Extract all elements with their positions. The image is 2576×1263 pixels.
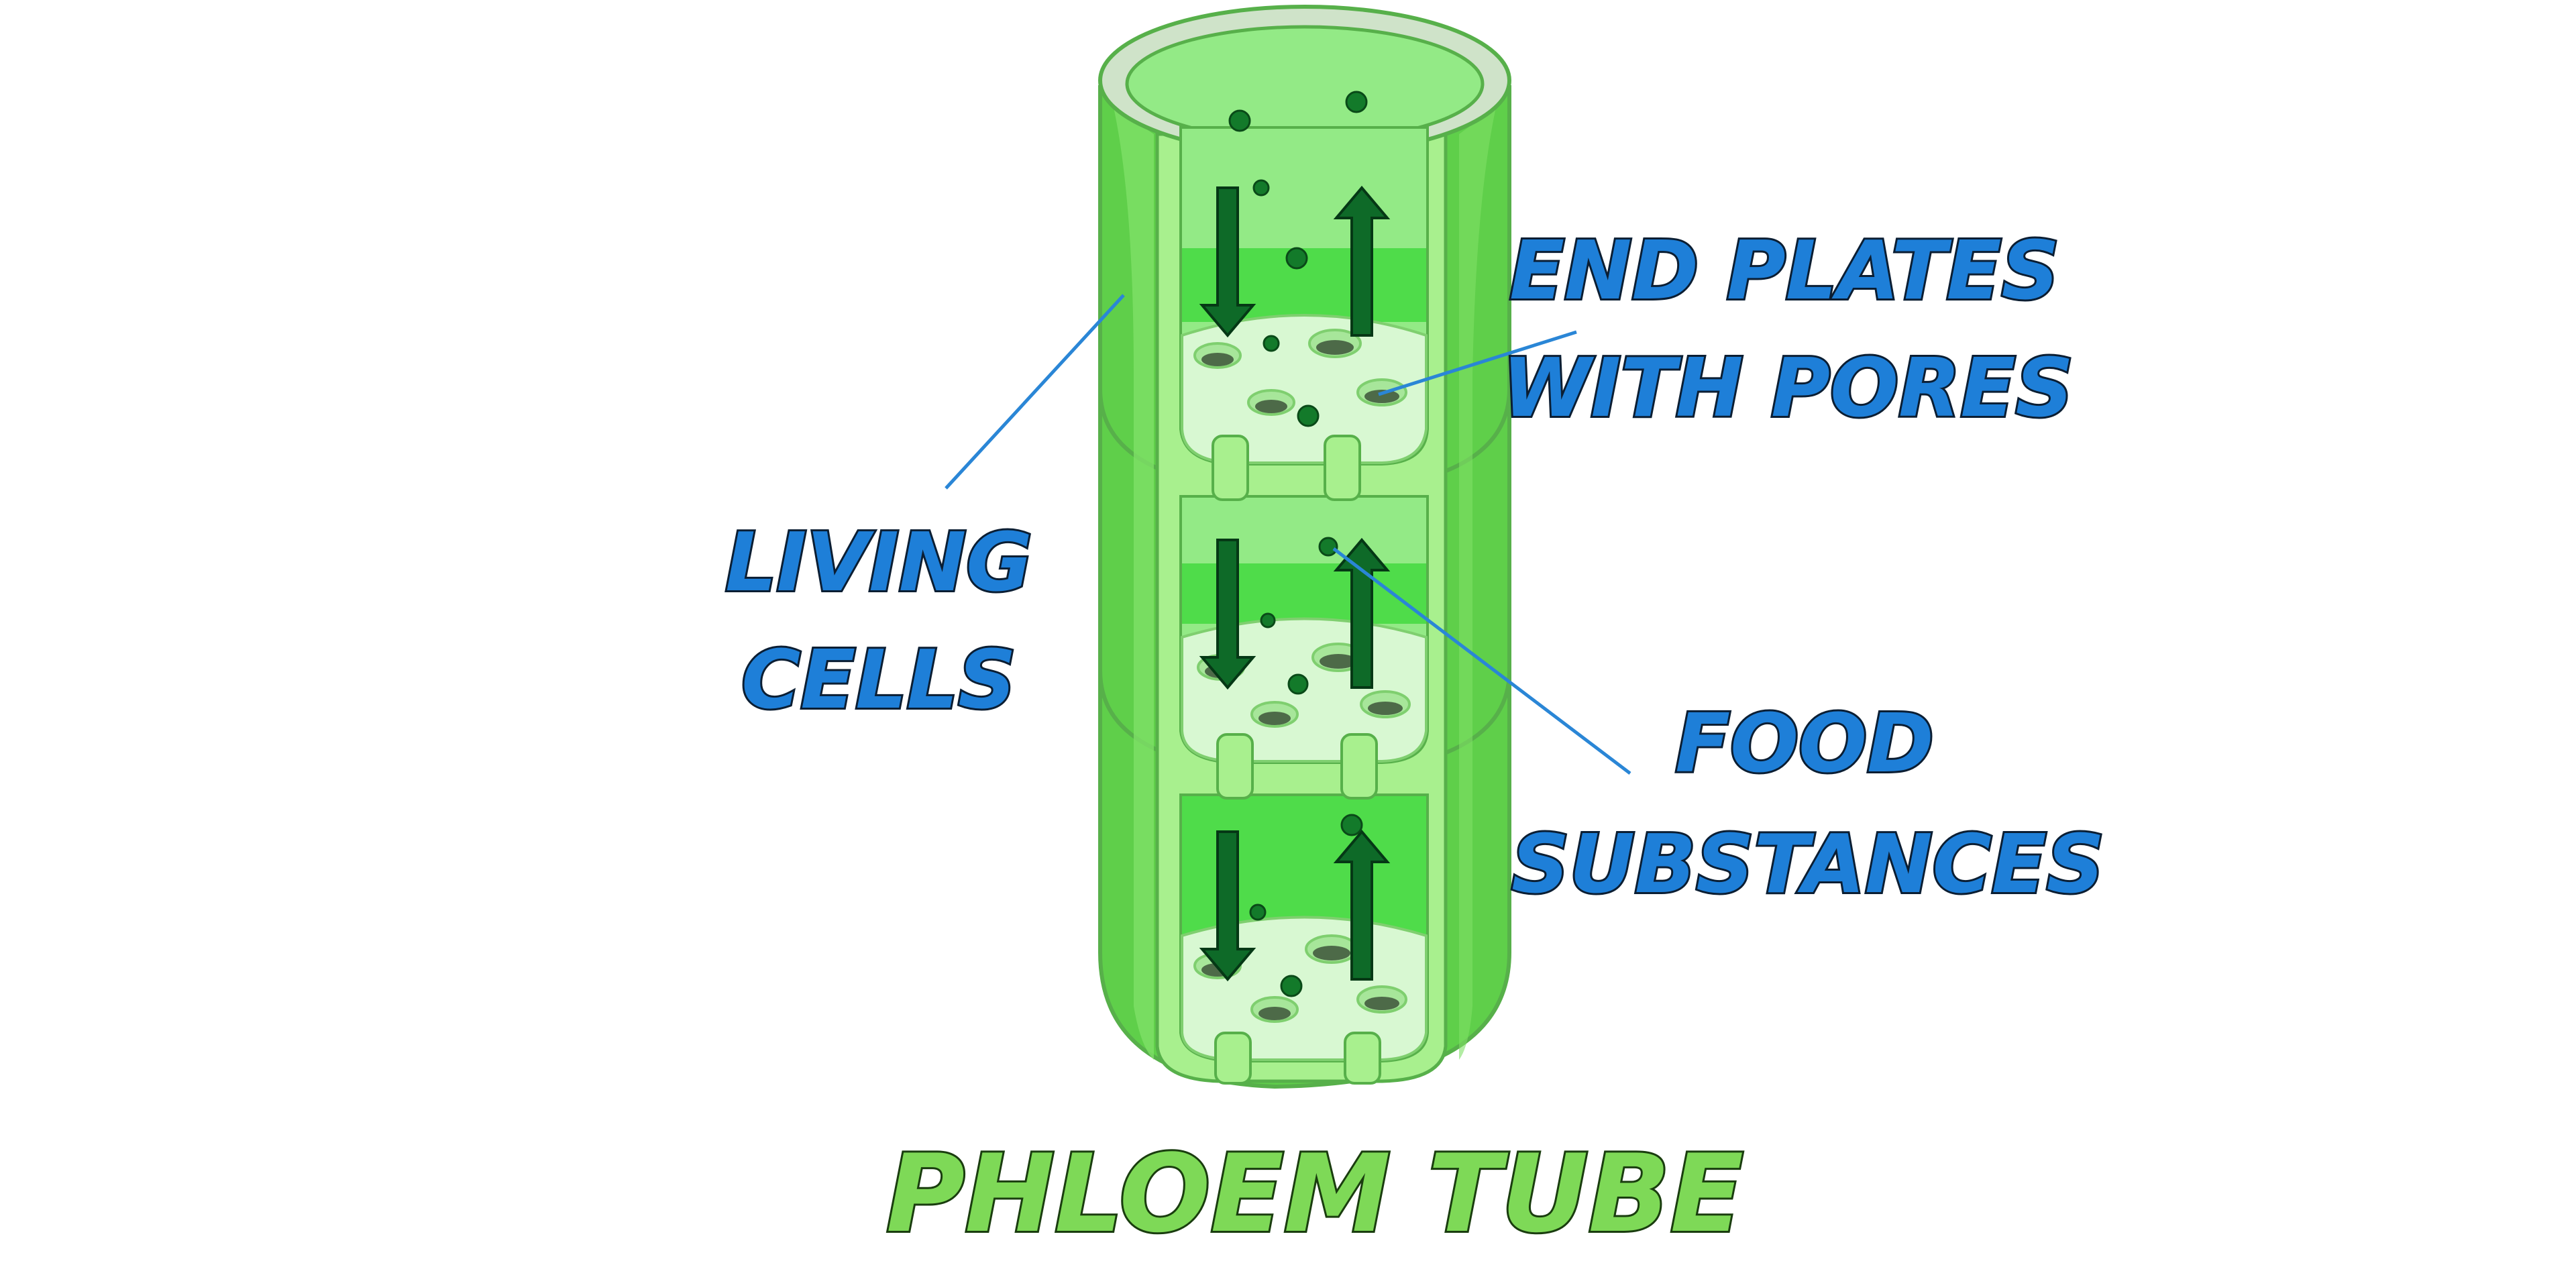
food-particle-icon: [1287, 673, 1309, 695]
end-plate-pores: [1193, 329, 1411, 1023]
arrow-up-icon: [1333, 829, 1391, 981]
leader-line-food: [1332, 547, 1631, 775]
label-food-line1: FOOD: [1675, 698, 1934, 791]
flow-arrows: [1199, 185, 1391, 982]
label-end-plates-line2: WITH PORES: [1502, 342, 2074, 435]
food-particle-icon: [1340, 814, 1363, 836]
food-particle-icon: [1228, 109, 1251, 132]
arrow-up-icon: [1333, 185, 1391, 337]
arrow-down-icon: [1199, 186, 1256, 338]
food-particle-icon: [1318, 537, 1338, 557]
labels: LIVING CELLS END PLATES WITH PORES FOOD …: [723, 223, 2106, 914]
arrow-up-icon: [1333, 537, 1391, 689]
food-particle-icon: [1263, 335, 1280, 352]
label-food-line2: SUBSTANCES: [1511, 818, 2104, 912]
diagram-title: PHLOEM TUBE: [886, 1131, 1743, 1256]
wall-highlight-right: [1459, 107, 1496, 1060]
food-particle-icon: [1345, 91, 1368, 113]
end-plate-1: [1181, 314, 1428, 464]
food-particle-icon: [1297, 404, 1320, 427]
leader-line-end-plates: [1378, 330, 1577, 396]
food-particle-icon: [1260, 612, 1276, 628]
sieve-connections: [1212, 435, 1381, 1085]
food-particle-icon: [1285, 247, 1308, 270]
leader-line-living-cells: [945, 294, 1125, 490]
tube-top-opening: [1125, 25, 1485, 143]
food-particle-icon: [1280, 975, 1303, 997]
label-living-cells-line2: CELLS: [741, 634, 1016, 727]
leader-lines: [945, 294, 1631, 775]
food-particles: [1228, 91, 1368, 997]
food-particle-icon: [1252, 179, 1270, 197]
food-particle-icon: [1249, 903, 1267, 921]
label-end-plates-line1: END PLATES: [1509, 225, 2059, 318]
wall-highlight-left: [1114, 107, 1154, 1060]
arrow-down-icon: [1199, 830, 1256, 982]
label-living-cells-line1: LIVING: [725, 516, 1032, 610]
arrow-down-icon: [1199, 539, 1256, 690]
phloem-tube-illustration: [1098, 5, 1511, 1089]
